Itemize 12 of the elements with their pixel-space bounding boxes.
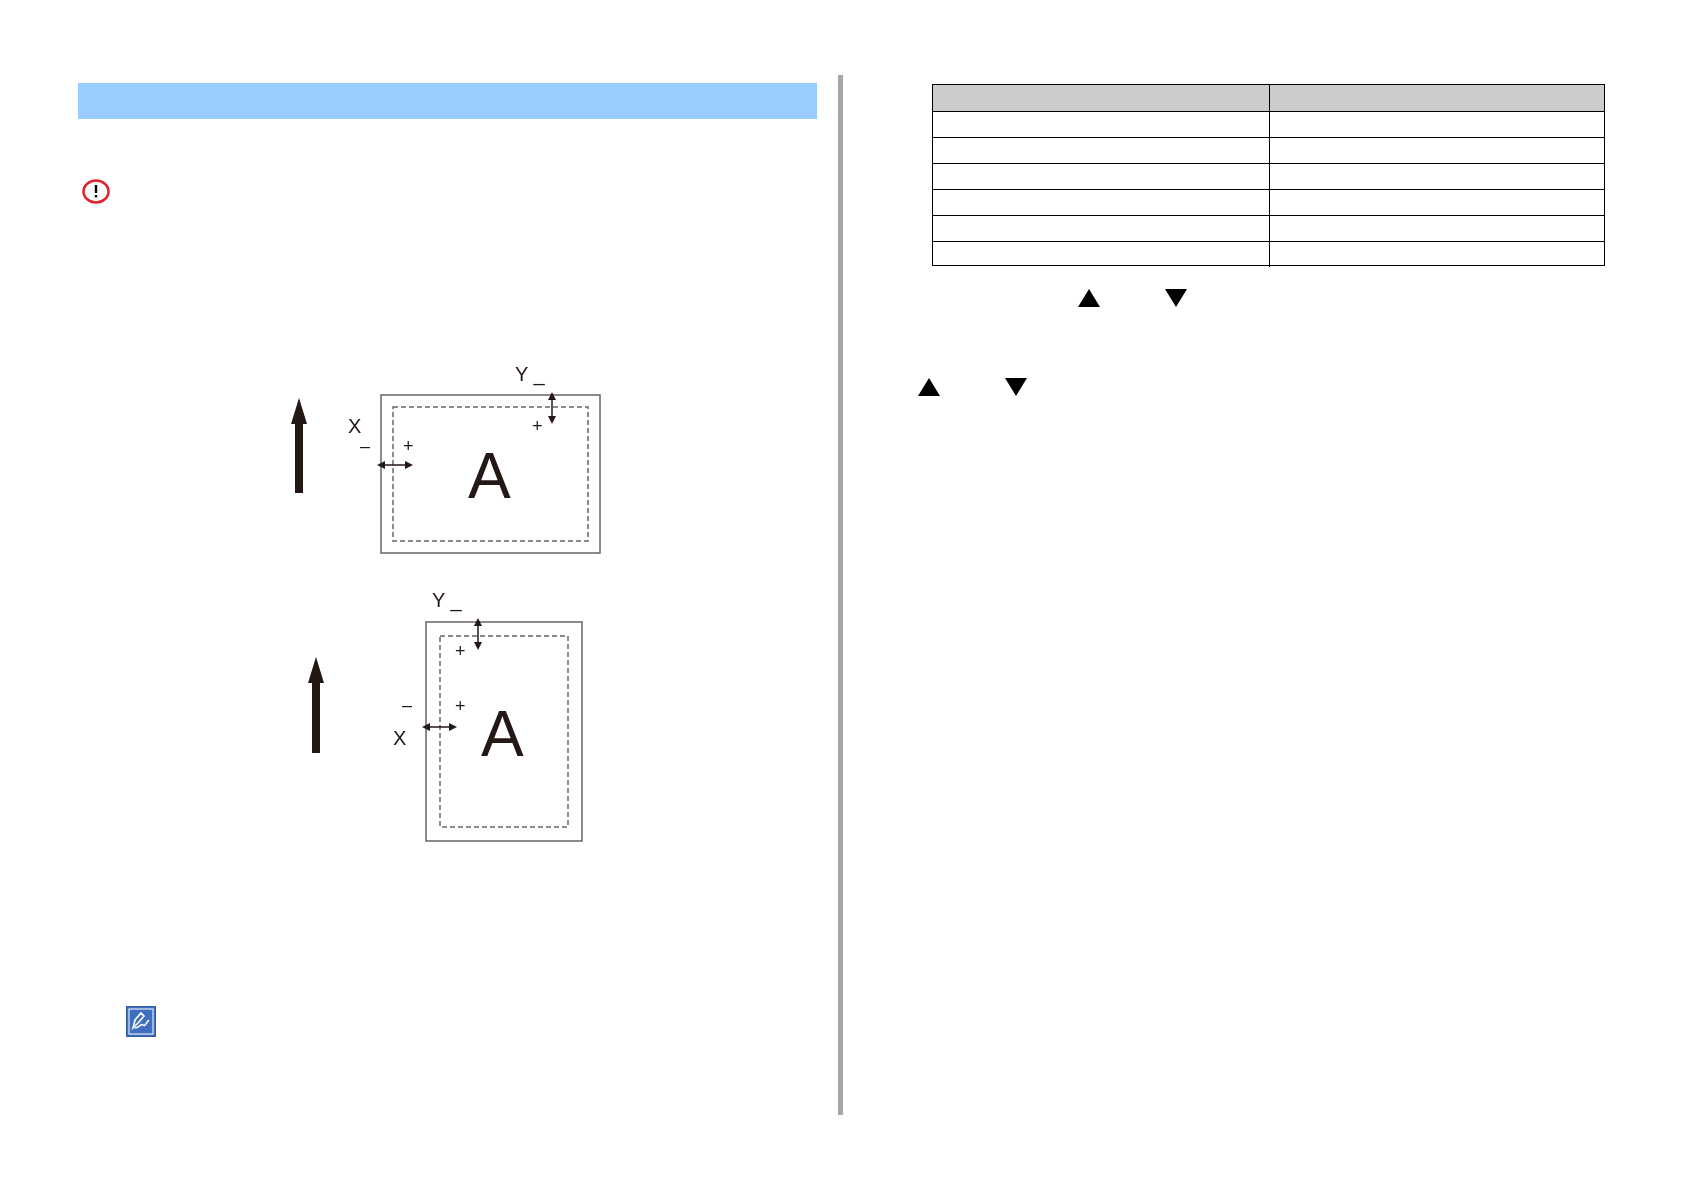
plus-sign: + [403, 437, 414, 455]
paper-letter: A [468, 444, 511, 508]
plus-sign: + [532, 417, 543, 435]
paper-letter: A [481, 702, 524, 766]
axis-label: Y _ [515, 364, 545, 384]
minus-sign: – [360, 437, 370, 455]
axis-label: Y _ [432, 590, 462, 610]
axis-label: X [393, 728, 407, 748]
plus-sign: + [455, 697, 466, 715]
axis-label: X [348, 416, 362, 436]
minus-sign: – [402, 696, 412, 714]
plus-sign: + [455, 642, 466, 660]
